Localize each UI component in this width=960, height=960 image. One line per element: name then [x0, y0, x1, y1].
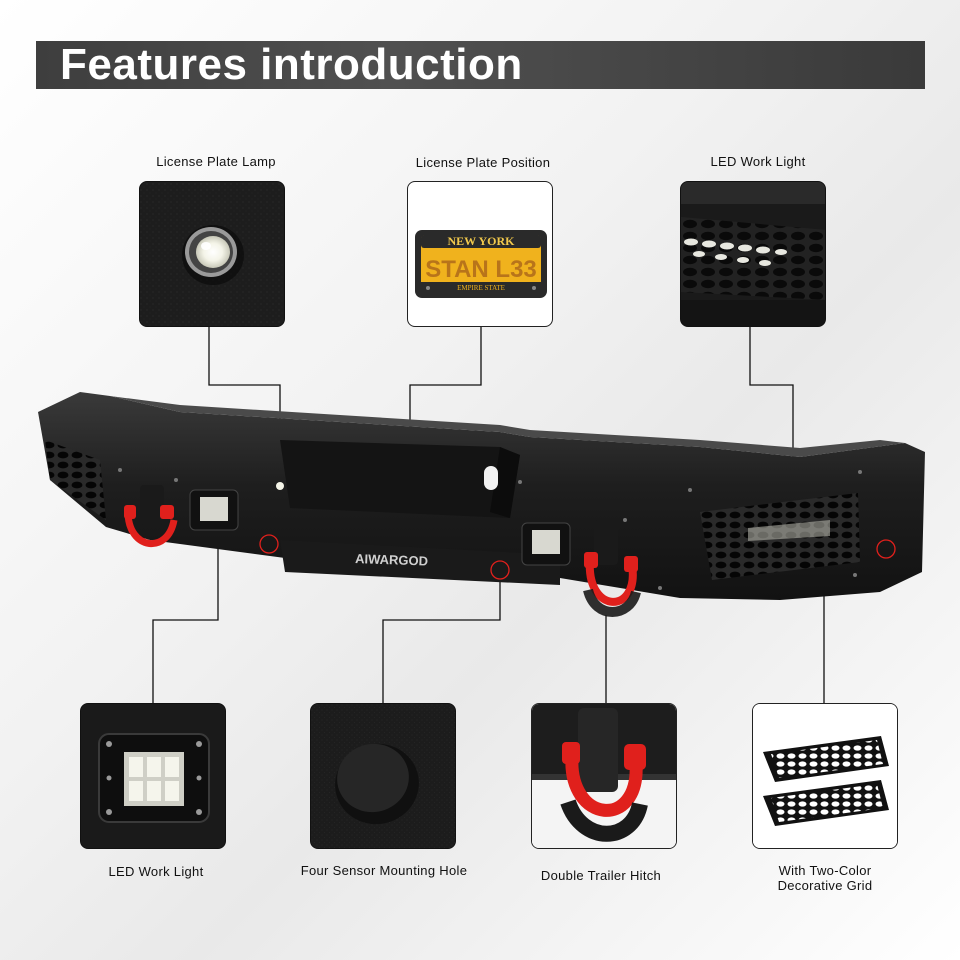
label-led-work-light-bottom: LED Work Light [108, 864, 204, 879]
label-four-sensor-mounting-hole: Four Sensor Mounting Hole [300, 863, 468, 878]
feature-led-work-light-cube-image [80, 703, 226, 849]
label-license-plate-lamp: License Plate Lamp [156, 154, 276, 169]
label-license-plate-position: License Plate Position [415, 155, 551, 170]
feature-led-work-light-bar-image [680, 181, 826, 327]
feature-decorative-grid-image [752, 703, 898, 849]
brand-logo-text: AIWARGOD [355, 551, 428, 569]
feature-sensor-hole-image [310, 703, 456, 849]
label-led-work-light-top: LED Work Light [710, 154, 806, 169]
page-title: Features introduction [60, 40, 523, 89]
label-decorative-grid: With Two-Color Decorative Grid [745, 863, 905, 893]
label-double-trailer-hitch: Double Trailer Hitch [540, 868, 662, 883]
title-bar: Features introduction [36, 40, 925, 89]
feature-license-plate-position-image: NEW YORK STAN L33 EMPIRE STATE [407, 181, 553, 327]
plate-state-text: NEW YORK [447, 234, 515, 248]
feature-trailer-hitch-image [531, 703, 677, 849]
label-decorative-grid-line1: With Two-Color [778, 863, 872, 878]
label-decorative-grid-line2: Decorative Grid [777, 878, 873, 893]
plate-motto-text: EMPIRE STATE [457, 284, 505, 292]
feature-license-plate-lamp-image [139, 181, 285, 327]
plate-number-text: STAN L33 [425, 256, 537, 283]
